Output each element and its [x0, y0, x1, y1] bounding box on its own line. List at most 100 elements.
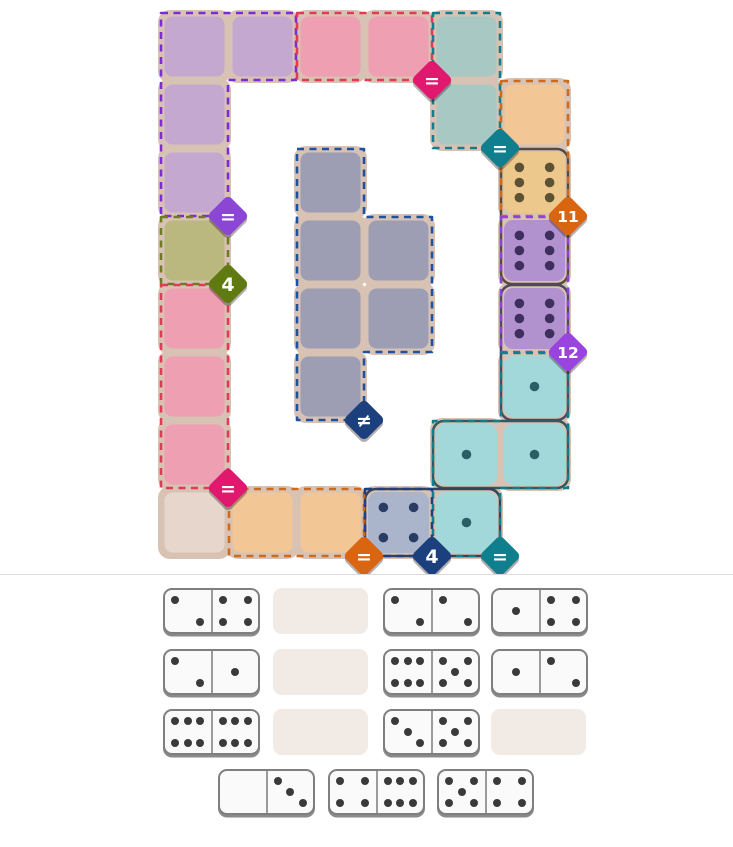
pip — [196, 738, 205, 747]
pip — [171, 717, 179, 726]
badge-diamond — [548, 332, 588, 372]
region-cell-gray-center[interactable] — [300, 152, 361, 213]
tray-domino-2-2[interactable] — [383, 588, 480, 634]
tray-slot-empty[interactable] — [273, 588, 368, 634]
region-cell-gray-center[interactable] — [368, 288, 429, 349]
pip — [529, 381, 540, 392]
pip — [546, 617, 555, 626]
region-cell-orange-bottom[interactable] — [232, 492, 293, 553]
domino-half — [165, 590, 211, 632]
domino-half-tile — [504, 288, 565, 349]
tray-domino-1-4[interactable] — [491, 588, 588, 634]
tray-domino-6-6[interactable] — [163, 709, 260, 755]
tray-domino-4-6[interactable] — [328, 769, 425, 815]
pip — [492, 777, 501, 786]
region-cell-purple-l[interactable] — [164, 152, 225, 213]
pip — [463, 717, 472, 726]
domino-half — [210, 711, 259, 753]
badge-label: = — [220, 206, 236, 228]
domino-half — [330, 771, 376, 813]
badge-diamond — [208, 468, 248, 508]
pip — [492, 798, 501, 807]
tray-domino-2-1[interactable] — [163, 649, 260, 695]
region-cell-pink-top[interactable] — [300, 16, 361, 77]
constraint-badge-pink-top-equals: = — [412, 60, 452, 103]
pip — [391, 657, 399, 666]
badge-diamond — [548, 196, 588, 236]
pip — [463, 738, 472, 747]
region-cell-pink-top[interactable] — [368, 16, 429, 77]
region-cell-teal-top[interactable] — [436, 84, 497, 145]
placed-domino[interactable] — [499, 283, 570, 422]
pip — [218, 717, 227, 726]
tray-slot-empty[interactable] — [273, 649, 368, 695]
tray-divider — [0, 574, 733, 575]
pip — [529, 449, 540, 460]
pip — [457, 788, 466, 796]
domino-half — [439, 771, 485, 813]
pip — [336, 777, 344, 786]
constraint-badge-pink-left-equals: = — [208, 468, 248, 511]
region-cell-gray-center[interactable] — [300, 288, 361, 349]
pip — [438, 738, 447, 747]
pip — [171, 657, 179, 666]
pip — [470, 798, 479, 807]
pip — [546, 596, 555, 605]
region-cell-purple-l[interactable] — [232, 16, 293, 77]
pip — [218, 738, 227, 747]
pip — [336, 798, 344, 807]
tray-slot-empty[interactable] — [273, 709, 368, 755]
board-cell-empty[interactable] — [164, 492, 225, 553]
constraint-badge-teal-top-equals: = — [480, 128, 520, 171]
pip — [544, 177, 555, 188]
region-outline-pink-left — [159, 283, 230, 490]
tray-domino-3-5[interactable] — [383, 709, 480, 755]
pip — [183, 738, 192, 747]
pip — [243, 717, 252, 726]
pip — [378, 502, 389, 513]
domino-half — [484, 771, 533, 813]
tray-domino-6-5[interactable] — [383, 649, 480, 695]
region-cell-teal-top[interactable] — [436, 16, 497, 77]
badge-label: = — [424, 70, 440, 92]
placed-domino[interactable] — [363, 487, 502, 558]
region-cell-gray-center[interactable] — [300, 220, 361, 281]
region-cell-gray-center[interactable] — [368, 220, 429, 281]
pip — [408, 502, 419, 513]
tray-slot-empty[interactable] — [491, 709, 586, 755]
domino-half — [493, 590, 539, 632]
badge-diamond — [208, 196, 248, 236]
pip — [571, 678, 580, 687]
pip — [408, 798, 417, 807]
tray-domino-2-4[interactable] — [163, 588, 260, 634]
region-cell-pink-left[interactable] — [164, 288, 225, 349]
constraint-badge-orange-right-sum-11: 11 — [548, 196, 588, 239]
pip — [461, 517, 472, 528]
tray-domino-0-3[interactable] — [218, 769, 315, 815]
pip — [463, 617, 472, 626]
tray-domino-5-4[interactable] — [437, 769, 534, 815]
region-cell-purple-l[interactable] — [164, 84, 225, 145]
pip — [544, 245, 555, 256]
placed-domino[interactable] — [431, 419, 570, 490]
region-cell-gray-center[interactable] — [300, 356, 361, 417]
pip — [218, 596, 227, 605]
domino-half-tile — [504, 220, 565, 281]
pip — [218, 617, 227, 626]
pip — [408, 777, 417, 786]
pip — [231, 738, 240, 747]
region-cell-orange-bottom[interactable] — [300, 492, 361, 553]
pip — [403, 657, 412, 666]
pip — [514, 177, 525, 188]
pip — [445, 777, 453, 786]
region-cell-purple-l[interactable] — [164, 16, 225, 77]
domino-half — [165, 711, 211, 753]
region-cell-orange-right[interactable] — [504, 84, 565, 145]
badge-label: 4 — [425, 546, 438, 568]
region-cell-olive-left[interactable] — [164, 220, 225, 281]
pip — [517, 777, 526, 786]
tray-domino-1-2[interactable] — [491, 649, 588, 695]
region-cell-pink-left[interactable] — [164, 424, 225, 485]
region-cell-pink-left[interactable] — [164, 356, 225, 417]
badge-label: ≠ — [356, 410, 372, 432]
